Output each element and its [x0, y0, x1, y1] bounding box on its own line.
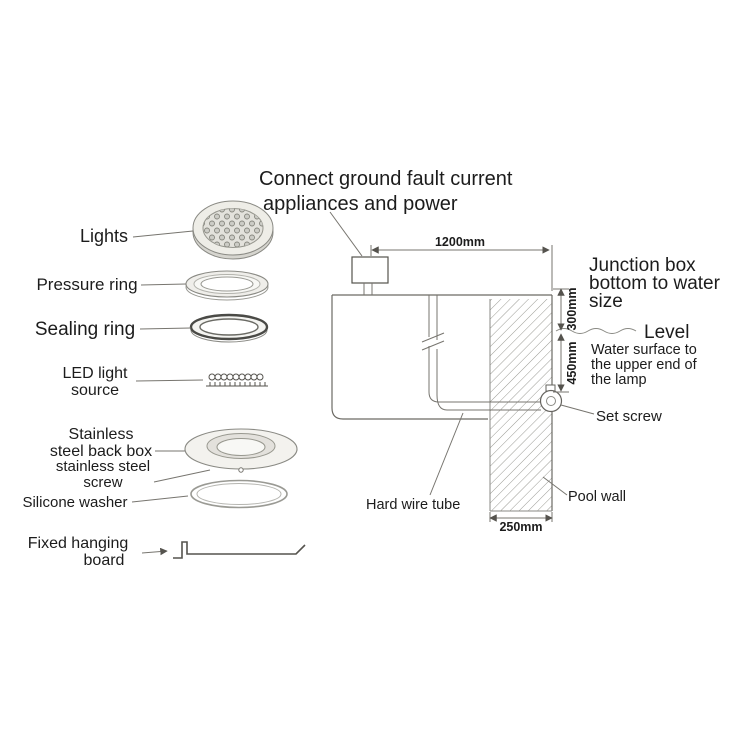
level-label: Level — [644, 322, 689, 343]
junction-box-wires — [363, 283, 373, 295]
exploded-leader-lines — [131, 230, 211, 556]
dim-1200-label: 1200mm — [435, 235, 485, 249]
hanging-board-arrow — [141, 547, 168, 556]
pressure-ring-leader — [140, 283, 187, 286]
screw-label-line1: stainless steel — [56, 458, 150, 475]
sealing-ring-part — [189, 313, 269, 343]
led-source-label-line2: source — [71, 382, 119, 399]
hard-wire-tube-part — [421, 295, 541, 411]
screw-leader — [153, 469, 211, 483]
water-level-wave — [555, 328, 637, 334]
back-box-part — [184, 428, 298, 473]
set-screw-leader — [560, 404, 595, 415]
hanging-board-part — [173, 541, 306, 559]
lights-label: Lights — [80, 226, 128, 246]
connect-leader — [329, 211, 363, 257]
back-box-label-line1: Stainless — [69, 426, 134, 443]
exploded-view: Lights Pressure ring Sealing ring LED li… — [22, 200, 306, 569]
connect-label-line1: Connect ground fault current — [259, 168, 513, 190]
dimension-lines — [370, 245, 569, 522]
water-label-line1: Water surface to — [591, 342, 697, 358]
hanging-board-label-line2: board — [84, 552, 125, 569]
dim-300-label: 300mm — [565, 287, 579, 330]
led-source-part — [206, 373, 268, 387]
pool-wall-label: Pool wall — [568, 489, 626, 505]
installation-view: Connect ground fault current appliances … — [259, 168, 721, 534]
junction-box — [351, 256, 389, 284]
water-label-line2: the upper end of — [591, 357, 698, 373]
hanging-board-label-line1: Fixed hanging — [28, 535, 129, 552]
pool-lamp — [539, 384, 563, 413]
pool-structure-outline — [331, 295, 488, 420]
set-screw-label: Set screw — [596, 408, 662, 425]
dim-450-label: 450mm — [565, 341, 579, 384]
washer-label: Silicone washer — [22, 494, 127, 511]
tube-break-mark — [421, 340, 445, 351]
tube-break-mark — [421, 332, 445, 343]
washer-leader — [131, 495, 189, 503]
sealing-ring-leader — [139, 327, 192, 330]
sealing-ring-label: Sealing ring — [35, 319, 135, 340]
pressure-ring-part — [185, 270, 269, 301]
hard-wire-tube-label: Hard wire tube — [366, 497, 460, 513]
pool-wall-leader — [542, 476, 568, 496]
junction-label-line3: size — [589, 291, 623, 312]
install-leader-lines — [329, 211, 595, 496]
back-box-screw — [238, 467, 244, 473]
led-source-leader — [135, 379, 204, 382]
pool-wall-section — [489, 295, 553, 512]
junction-label-line2: bottom to water — [589, 273, 721, 294]
lights-leader — [132, 230, 194, 238]
led-source-label-line1: LED light — [63, 365, 128, 382]
lights-disc — [192, 200, 274, 260]
junction-label-line1: Junction box — [589, 255, 696, 276]
silicone-washer-part — [190, 479, 288, 509]
connect-label-line2: appliances and power — [263, 193, 458, 215]
screw-label-line2: screw — [83, 474, 122, 491]
back-box-label-line2: steel back box — [50, 443, 152, 460]
pressure-ring-label: Pressure ring — [36, 275, 137, 294]
water-label-line3: the lamp — [591, 372, 647, 388]
hard-wire-tube-leader — [429, 412, 464, 496]
dim-250-label: 250mm — [499, 520, 542, 534]
